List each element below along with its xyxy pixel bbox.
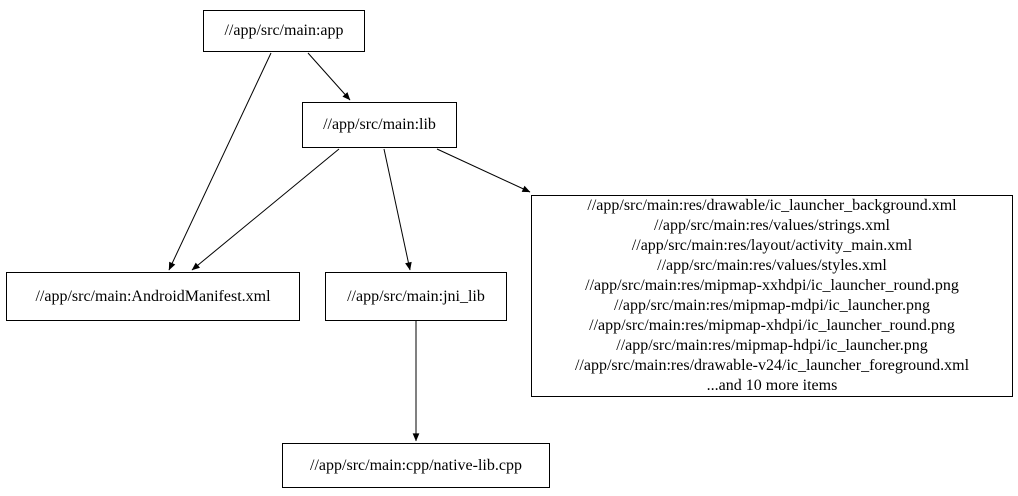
edge-lib-androidmanifest <box>191 148 340 271</box>
resource-more-items: ...and 10 more items <box>706 377 838 394</box>
edge-app-androidmanifest <box>168 52 272 271</box>
node-native-lib-label: //app/src/main:cpp/native-lib.cpp <box>310 456 522 474</box>
node-native-lib: //app/src/main:cpp/native-lib.cpp <box>282 443 550 488</box>
node-jni-lib: //app/src/main:jni_lib <box>325 272 507 321</box>
node-android-manifest: //app/src/main:AndroidManifest.xml <box>6 272 300 321</box>
node-resources: //app/src/main:res/drawable/ic_launcher_… <box>531 195 1013 397</box>
resource-item: //app/src/main:res/drawable/ic_launcher_… <box>587 197 957 214</box>
resource-item: //app/src/main:res/mipmap-xhdpi/ic_launc… <box>589 317 955 334</box>
node-app: //app/src/main:app <box>203 10 365 52</box>
node-app-label: //app/src/main:app <box>224 22 344 39</box>
resource-item: //app/src/main:res/drawable-v24/ic_launc… <box>574 357 970 374</box>
edge-lib-jnilib <box>383 148 412 271</box>
node-lib-label: //app/src/main:lib <box>323 116 436 133</box>
node-jni-lib-label: //app/src/main:jni_lib <box>347 287 485 305</box>
edge-app-lib <box>307 52 351 101</box>
edge-lib-resources <box>436 148 531 193</box>
resource-item: //app/src/main:res/mipmap-mdpi/ic_launch… <box>614 297 930 314</box>
resource-item: //app/src/main:res/layout/activity_main.… <box>631 237 913 254</box>
resource-item: //app/src/main:res/values/styles.xml <box>657 257 887 274</box>
resource-item: //app/src/main:res/values/strings.xml <box>654 217 890 234</box>
resource-item: //app/src/main:res/mipmap-xxhdpi/ic_laun… <box>585 277 959 294</box>
node-android-manifest-label: //app/src/main:AndroidManifest.xml <box>35 287 271 305</box>
node-lib: //app/src/main:lib <box>302 102 457 148</box>
resource-item: //app/src/main:res/mipmap-hdpi/ic_launch… <box>616 337 928 354</box>
